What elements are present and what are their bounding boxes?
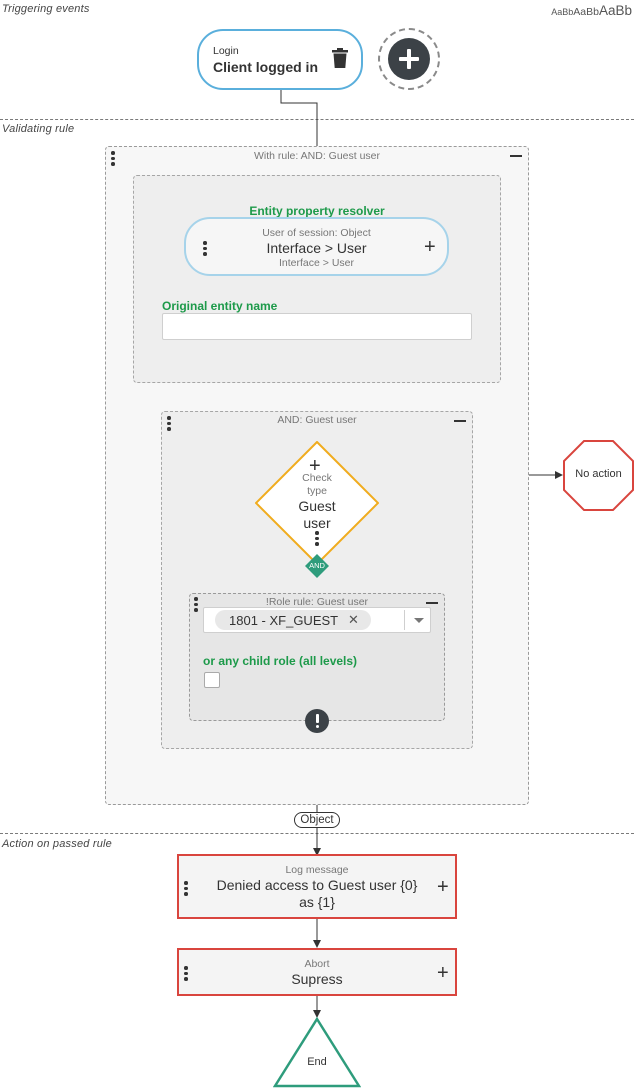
resolver-title: Entity property resolver	[249, 204, 385, 218]
end-node[interactable]: End	[273, 1017, 361, 1089]
chevron-down-icon[interactable]	[414, 618, 424, 623]
role-tag-label: 1801 - XF_GUEST	[229, 613, 339, 628]
check-add-icon[interactable]: +	[309, 455, 321, 477]
check-label-2: type	[307, 485, 327, 497]
with-rule-collapse-icon[interactable]	[510, 155, 522, 157]
role-select[interactable]: 1801 - XF_GUEST ✕	[203, 607, 431, 633]
resolver-pill-menu-icon[interactable]	[203, 241, 207, 258]
with-rule-menu-icon[interactable]	[111, 151, 115, 168]
log-message-action[interactable]: Log message Denied access to Guest user …	[177, 854, 457, 919]
abort-menu-icon[interactable]	[184, 966, 188, 983]
no-action-label: No action	[575, 468, 622, 480]
role-rule-title: !Role rule: Guest user	[265, 596, 369, 608]
abort-add-icon[interactable]: +	[437, 962, 449, 984]
and-group-title: AND: Guest user	[277, 414, 357, 426]
font-sample-large: AaBb	[598, 3, 632, 18]
log-message-label: Log message	[285, 864, 349, 876]
abort-value: Supress	[291, 971, 343, 987]
trash-icon[interactable]	[332, 48, 348, 73]
resolver-pill-label: User of session: Object	[262, 227, 371, 239]
font-sample-small: AaBb	[551, 7, 574, 17]
log-message-menu-icon[interactable]	[184, 881, 188, 898]
resolver-pill-add-icon[interactable]: +	[424, 236, 436, 258]
abort-label: Abort	[304, 958, 330, 970]
check-label-1: Check	[302, 472, 332, 484]
and-badge[interactable]: AND	[305, 554, 329, 578]
entity-property-resolver[interactable]: Entity property resolver Original entity…	[133, 175, 501, 383]
section-separator	[0, 119, 634, 120]
resolver-pill-value: Interface > User	[266, 240, 367, 256]
original-entity-name-label: Original entity name	[162, 299, 278, 313]
user-of-session-pill[interactable]: User of session: Object Interface > User…	[184, 217, 449, 276]
child-role-label: or any child role (all levels)	[203, 654, 358, 668]
log-message-line1: Denied access to Guest user {0}	[216, 877, 418, 893]
check-type-diamond[interactable]: + Check type Guest user	[255, 441, 379, 565]
end-label: End	[307, 1056, 327, 1068]
no-action-node[interactable]: No action	[563, 440, 634, 511]
log-message-line2: as {1}	[299, 894, 335, 910]
abort-action[interactable]: Abort Supress +	[177, 948, 457, 996]
child-role-checkbox[interactable]	[204, 672, 220, 688]
original-entity-name-input[interactable]	[162, 313, 472, 340]
trigger-title: Client logged in	[213, 59, 318, 75]
and-group-collapse-icon[interactable]	[454, 420, 466, 422]
font-sample-medium: AaBb	[573, 6, 599, 18]
check-value-1: Guest	[298, 498, 336, 514]
and-badge-label: AND	[309, 561, 325, 570]
section-label-triggering: Triggering events	[2, 3, 90, 15]
object-badge-label: Object	[300, 814, 334, 826]
check-menu-icon[interactable]	[315, 531, 319, 548]
object-badge: Object	[294, 812, 340, 828]
section-separator	[0, 833, 634, 834]
and-group-menu-icon[interactable]	[167, 416, 171, 433]
resolver-pill-sub: Interface > User	[279, 257, 354, 269]
role-rule-collapse-icon[interactable]	[426, 602, 438, 604]
section-label-action: Action on passed rule	[2, 838, 112, 850]
with-rule-title: With rule: AND: Guest user	[253, 150, 381, 162]
check-value-2: user	[303, 515, 331, 531]
role-tag[interactable]: 1801 - XF_GUEST ✕	[215, 610, 371, 630]
alert-icon[interactable]	[305, 709, 329, 733]
plus-circle-icon	[388, 38, 430, 80]
remove-tag-icon[interactable]: ✕	[348, 612, 359, 627]
trigger-category: Login	[213, 45, 239, 57]
log-message-add-icon[interactable]: +	[437, 876, 449, 898]
role-rule-menu-icon[interactable]	[194, 597, 198, 614]
add-trigger-button[interactable]	[378, 28, 440, 90]
trigger-event-node[interactable]: Login Client logged in	[197, 29, 363, 90]
font-size-sample[interactable]: AaBbAaBbAaBb	[551, 2, 632, 20]
section-label-validating: Validating rule	[2, 123, 75, 135]
